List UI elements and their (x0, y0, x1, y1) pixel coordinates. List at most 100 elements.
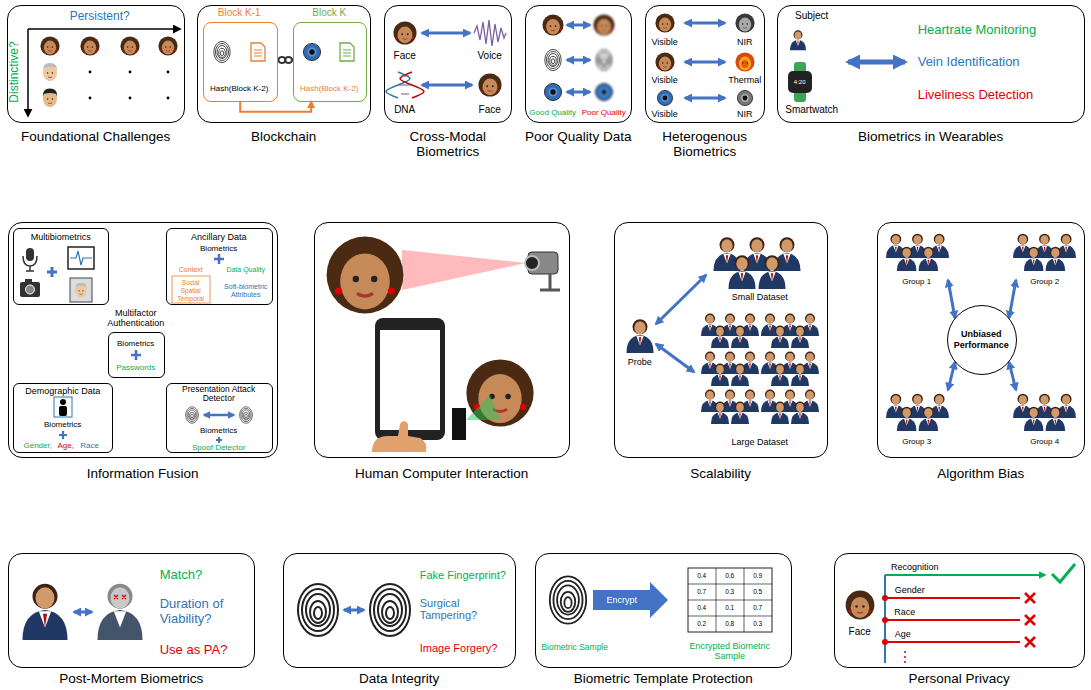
cross-modal-icons (386, 72, 410, 98)
label-text: Encrypt (606, 595, 637, 605)
double-arrows (685, 97, 725, 100)
label-text: 0.5 (753, 588, 762, 595)
label-text: Probe (628, 357, 652, 367)
panel-box: ScalabilitySmall DatasetProbeLarge Datas… (614, 222, 828, 458)
axis-arrows (28, 29, 180, 116)
label-text: Face (849, 626, 871, 638)
double-arrows (344, 609, 364, 612)
label-text: Vein Identification (918, 54, 1020, 69)
label-text: Race (894, 607, 915, 617)
label-text: Subject (795, 10, 828, 22)
label-text: Good Quality (529, 108, 576, 117)
quality-icons (545, 49, 561, 70)
hci-illustration (466, 359, 533, 426)
spectrum-icons (657, 90, 672, 105)
privacy-illustration (885, 598, 1020, 642)
label-text: Block K (312, 7, 346, 19)
hash-link-arrow (240, 102, 311, 112)
crowds (701, 314, 759, 349)
block-icons (303, 43, 320, 60)
block-box: Block KHash(Block K-2) (293, 22, 367, 102)
wearable-icons (794, 62, 806, 102)
label-text: Social (182, 279, 200, 286)
crowds (886, 234, 949, 271)
crowds (1013, 394, 1076, 431)
label-text: Small Dataset (732, 292, 788, 302)
label-text: Hash(Block K-2) (210, 85, 268, 94)
quality-icons (595, 83, 612, 100)
double-arrows (74, 23, 1016, 612)
template-illustration (550, 576, 586, 623)
context-bracket (172, 276, 210, 303)
label-text: Face (479, 104, 501, 116)
panel-box: Biometric Template ProtectionEncryptBiom… (535, 553, 792, 668)
spectrum-icons (655, 52, 674, 71)
wearable-icons (790, 30, 806, 50)
quality-icons (544, 83, 561, 100)
label-text: Age, (57, 441, 73, 450)
quality-icons (542, 14, 563, 35)
panel-caption: Scalability (614, 466, 828, 482)
panel-caption: Data Integrity (283, 671, 516, 687)
block-icons (214, 41, 230, 62)
crowds (761, 390, 819, 425)
label-text: 0.9 (753, 572, 762, 579)
pad-icons (240, 407, 253, 424)
face-grid (158, 36, 177, 55)
privacy-illustration (846, 564, 1075, 663)
privacy-illustration (1052, 564, 1075, 582)
label-text: Group 1 (902, 277, 931, 286)
label-text: Heartrate Monitoring (918, 22, 1037, 37)
label-text: 0.7 (697, 588, 706, 595)
label-text: Duration of Viability? (160, 597, 250, 627)
label-text: Hash(Block K-2) (300, 85, 358, 94)
double-arrows (948, 362, 955, 390)
crowds (761, 352, 819, 387)
label-text: NIR (737, 109, 753, 119)
cross-modal-icons (399, 76, 411, 94)
panel-box: Cross-Modal BiometricsFaceVoiceDNAFace (384, 5, 512, 123)
double-arrows (422, 32, 470, 35)
grid-dots (167, 71, 170, 74)
face-grid (43, 89, 57, 108)
label-text: Image Forgery? (420, 641, 498, 654)
axis-arrows (28, 28, 180, 30)
quality-icons (542, 14, 614, 100)
double-arrows (74, 611, 92, 614)
multibiometric-icons (70, 278, 92, 302)
multibiometric-icons (75, 283, 86, 298)
crowds (627, 234, 1076, 431)
chain-link (285, 57, 292, 63)
privacy-illustration (904, 661, 906, 663)
panel-box: BlockchainBlock K-1Hash(Block K-2)Block … (197, 5, 371, 123)
label-text: NIR (737, 37, 753, 47)
privacy-illustration (1025, 593, 1035, 647)
plus-signs (59, 431, 67, 439)
label-text: Biometrics (200, 426, 237, 435)
crowds (627, 319, 654, 353)
fusion-box: Ancillary DataBiometricsContextSocialSpa… (166, 228, 273, 305)
label-text: 0.3 (753, 620, 762, 627)
privacy-illustration (882, 617, 888, 623)
crowds (701, 390, 759, 425)
spectrum-icons (737, 90, 752, 105)
label-text: Ancillary Data (191, 232, 247, 242)
label-text: Liveliness Detection (918, 87, 1034, 102)
label-text: Group 4 (1030, 437, 1059, 446)
block-box: Block K-1Hash(Block K-2) (203, 22, 278, 102)
crowds (701, 352, 759, 387)
label-text: Fake Fingerprint? (420, 568, 506, 581)
panel-box: Information FusionMultibiometricsAncilla… (8, 222, 278, 458)
panel-caption: Information Fusion (8, 466, 278, 482)
label-text: 0.7 (753, 604, 762, 611)
panel-box: Human Computer Interaction (314, 222, 570, 458)
label-text: 0.8 (725, 620, 734, 627)
chain-link (278, 57, 292, 63)
label-text: Unbiased Performance (950, 329, 1012, 350)
label-text: Biometric Sample (541, 643, 608, 653)
crowds (761, 314, 819, 349)
cross-modal-icons (474, 20, 506, 46)
demographic-icon (60, 399, 66, 405)
face-grid (40, 36, 59, 55)
